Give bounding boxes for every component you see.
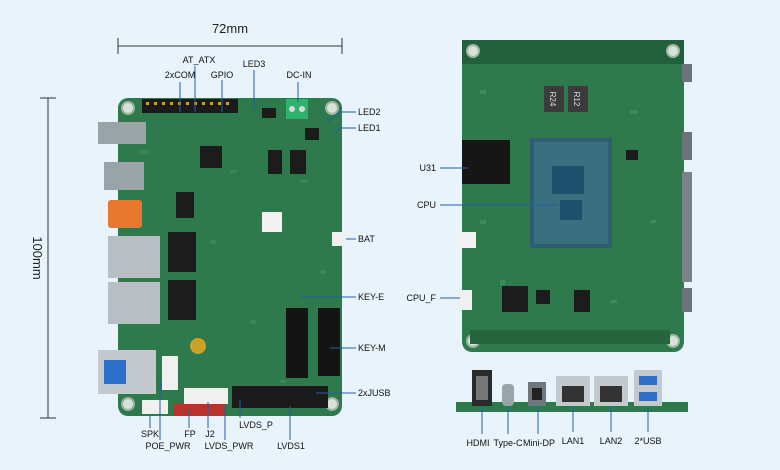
label-led3: LED3 <box>243 59 266 69</box>
label-bat: BAT <box>358 234 375 244</box>
label-spk: SPK <box>141 429 159 439</box>
label-lan1: LAN1 <box>562 436 585 446</box>
label-lvds1: LVDS1 <box>277 441 305 451</box>
label-at-atx: AT_ATX <box>183 55 216 65</box>
label-mini-dp: Mini-DP <box>523 438 555 448</box>
height-label: 100mm <box>30 236 45 279</box>
label-u31: U31 <box>419 163 436 173</box>
label-j2: J2 <box>205 429 215 439</box>
label-led2: LED2 <box>358 107 381 117</box>
inductor-r24-label: R24 <box>548 92 557 107</box>
label-2usb: 2*USB <box>634 436 661 446</box>
label-type-c: Type-C <box>493 438 523 448</box>
label-fp: FP <box>184 429 196 439</box>
leader-lines <box>149 66 649 440</box>
label-lan2: LAN2 <box>600 436 623 446</box>
inductor-r12-label: R12 <box>572 92 581 107</box>
label-2xcom: 2xCOM <box>165 70 196 80</box>
width-label: 72mm <box>212 21 248 36</box>
label-key-e: KEY-E <box>358 292 384 302</box>
label-hdmi: HDMI <box>467 438 490 448</box>
side-io-view <box>456 370 688 412</box>
back-board: R24 R12 <box>458 40 692 352</box>
label-cpu: CPU <box>417 200 436 210</box>
label-poe-pwr: POE_PWR <box>145 441 191 451</box>
label-cpu-f: CPU_F <box>406 293 436 303</box>
label-led1: LED1 <box>358 123 381 133</box>
label-key-m: KEY-M <box>358 343 386 353</box>
label-gpio: GPIO <box>211 70 234 80</box>
front-board <box>98 98 344 416</box>
label-dc-in: DC-IN <box>287 70 312 80</box>
label-lvds-p: LVDS_P <box>239 420 273 430</box>
label-lvds-pwr: LVDS_PWR <box>205 441 254 451</box>
width-dimension <box>117 38 343 54</box>
label-2xjusb: 2xJUSB <box>358 388 391 398</box>
height-dimension <box>40 97 56 419</box>
type-c-port <box>502 384 514 406</box>
